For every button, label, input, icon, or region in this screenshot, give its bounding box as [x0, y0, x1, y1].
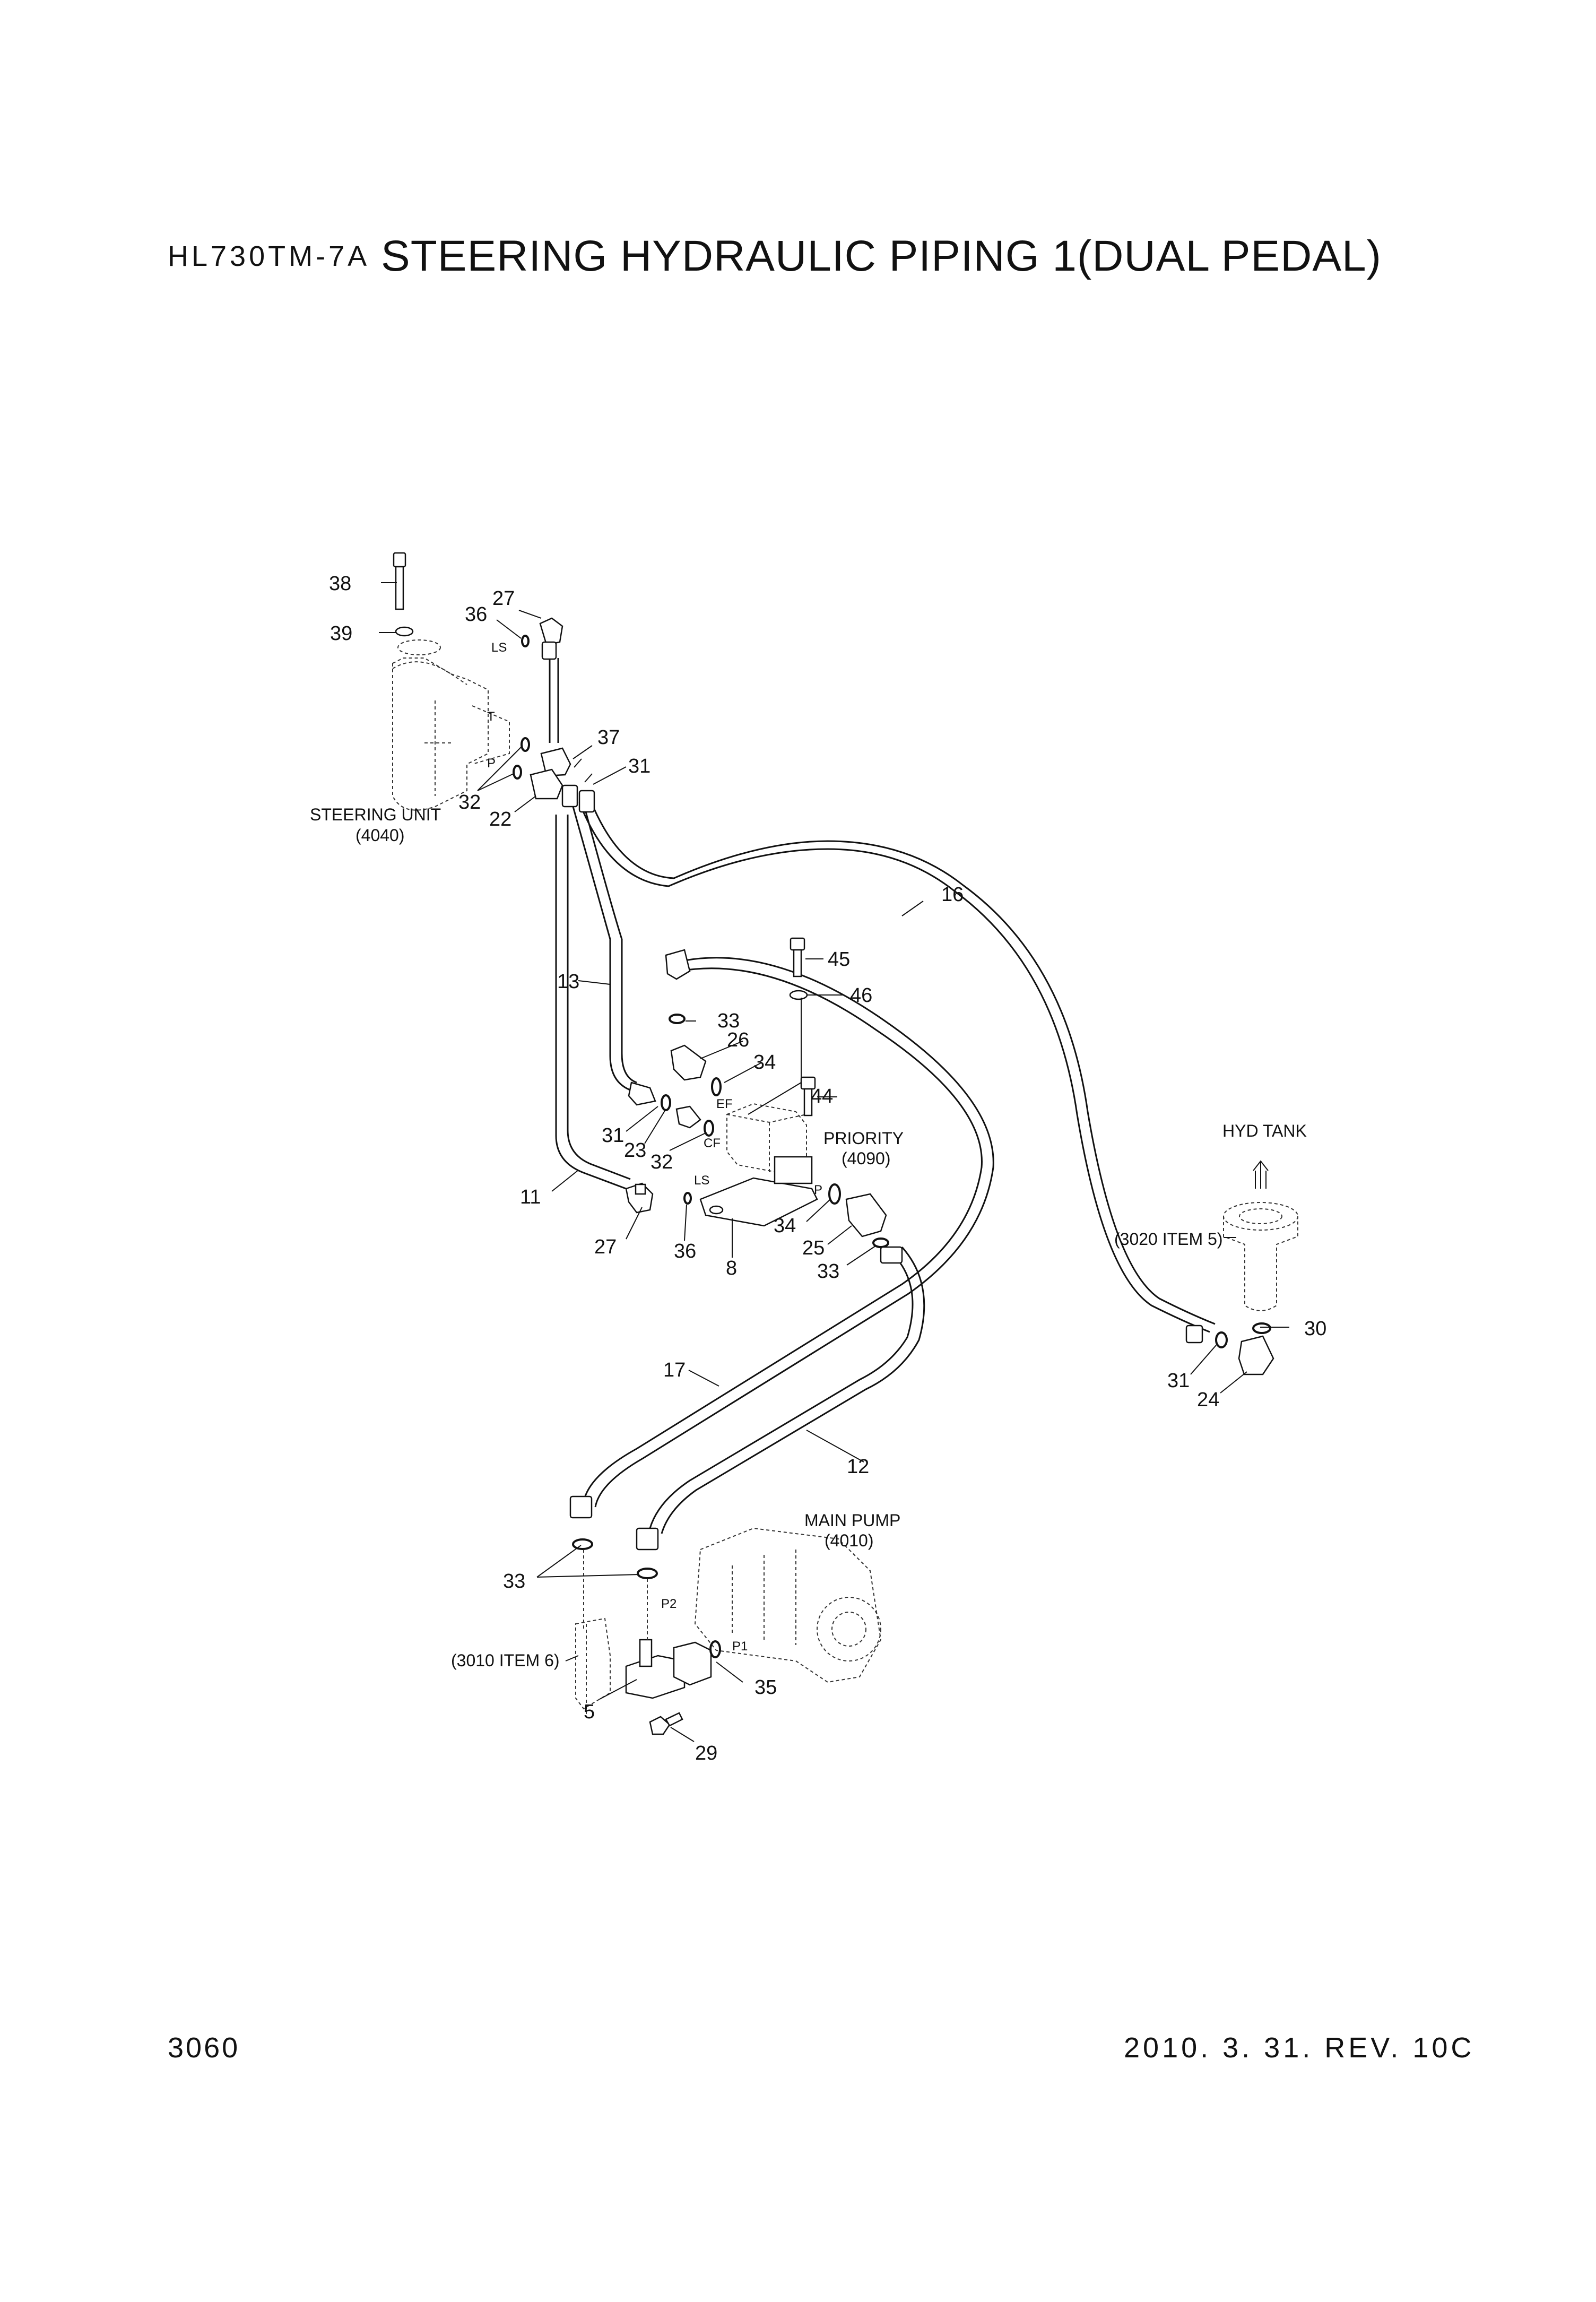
bolt-38 — [393, 552, 414, 637]
leader-lines — [379, 582, 1289, 1742]
fittings-priority — [625, 949, 903, 1264]
port-p2: P2 — [661, 1597, 676, 1611]
steering-unit — [392, 639, 510, 811]
priority-valve — [699, 1103, 818, 1227]
model-number: HL730TM-7A — [168, 240, 370, 272]
port-p1: P1 — [732, 1639, 748, 1654]
callout-12: 12 — [847, 1456, 869, 1478]
port-t: T — [487, 709, 495, 724]
bolt-29 — [649, 1712, 683, 1735]
callout-13: 13 — [557, 971, 579, 993]
callout-33-b: 33 — [817, 1260, 839, 1283]
callout-34: 34 — [753, 1051, 776, 1074]
block-3010-item-6 — [575, 1617, 611, 1714]
callout-44: 44 — [811, 1085, 833, 1107]
port-ef: EF — [716, 1097, 733, 1111]
port-cf: CF — [704, 1136, 721, 1150]
callout-38: 38 — [329, 573, 351, 595]
flange-5 — [625, 1639, 721, 1699]
port-p-priority: P — [814, 1183, 822, 1197]
hose-12 — [649, 1247, 925, 1534]
callout-46: 46 — [850, 984, 872, 1007]
port-ls-priority: LS — [694, 1173, 709, 1188]
callout-29: 29 — [695, 1742, 717, 1764]
callout-33-c: 33 — [503, 1570, 525, 1593]
callout-30: 30 — [1304, 1318, 1326, 1340]
callout-5: 5 — [584, 1701, 595, 1723]
callout-31-c: 31 — [1167, 1370, 1190, 1392]
steering-unit-label: STEERING UNIT — [310, 805, 441, 824]
fittings-tank — [1185, 1322, 1274, 1375]
port-ls-top: LS — [491, 641, 507, 655]
callout-22: 22 — [489, 808, 511, 830]
fittings-steering — [513, 617, 595, 813]
main-pump — [694, 1527, 882, 1683]
callout-31-b: 31 — [602, 1124, 624, 1147]
page-number: 3060 — [168, 2032, 240, 2064]
callout-45: 45 — [828, 948, 850, 971]
hose-16 — [578, 799, 1216, 1333]
port-p: P — [487, 756, 496, 771]
callout-32-b: 32 — [650, 1151, 673, 1173]
callout-39: 39 — [330, 622, 352, 645]
hyd-tank — [1223, 1160, 1298, 1311]
hyd-tank-ref: (3020 ITEM 5) — [1114, 1230, 1223, 1249]
fittings-pump — [569, 1495, 659, 1640]
hyd-tank-label: HYD TANK — [1222, 1121, 1307, 1140]
callout-8: 8 — [726, 1257, 737, 1279]
callout-37: 37 — [597, 726, 620, 749]
callout-36: 36 — [465, 603, 487, 626]
callout-16: 16 — [941, 884, 964, 906]
bolt-45 — [789, 937, 808, 1000]
callout-32: 32 — [458, 791, 481, 814]
callout-27: 27 — [492, 587, 515, 610]
callout-31: 31 — [628, 755, 650, 777]
callout-34-b: 34 — [774, 1215, 796, 1237]
hose-11 — [555, 815, 631, 1190]
block-ref: (3010 ITEM 6) — [451, 1651, 560, 1670]
callout-23: 23 — [624, 1139, 646, 1162]
priority-label: PRIORITY — [823, 1129, 904, 1148]
main-pump-label: MAIN PUMP — [804, 1511, 900, 1530]
hose-top-riser — [549, 658, 559, 743]
callout-36-b: 36 — [674, 1240, 696, 1262]
callout-17: 17 — [663, 1359, 686, 1381]
callout-24: 24 — [1197, 1389, 1219, 1411]
callout-33: 33 — [717, 1010, 740, 1032]
main-pump-ref: (4010) — [825, 1531, 874, 1550]
callout-27-b: 27 — [594, 1236, 617, 1258]
revision-date: 2010. 3. 31. REV. 10C — [1124, 2032, 1475, 2064]
priority-ref: (4090) — [842, 1149, 891, 1168]
callout-35: 35 — [754, 1676, 777, 1699]
callout-25: 25 — [802, 1237, 825, 1259]
callout-26: 26 — [727, 1029, 749, 1051]
callout-11: 11 — [520, 1186, 541, 1208]
page-title: STEERING HYDRAULIC PIPING 1(DUAL PEDAL) — [381, 232, 1382, 280]
steering-unit-ref: (4040) — [355, 826, 405, 845]
hose-13 — [572, 803, 637, 1092]
